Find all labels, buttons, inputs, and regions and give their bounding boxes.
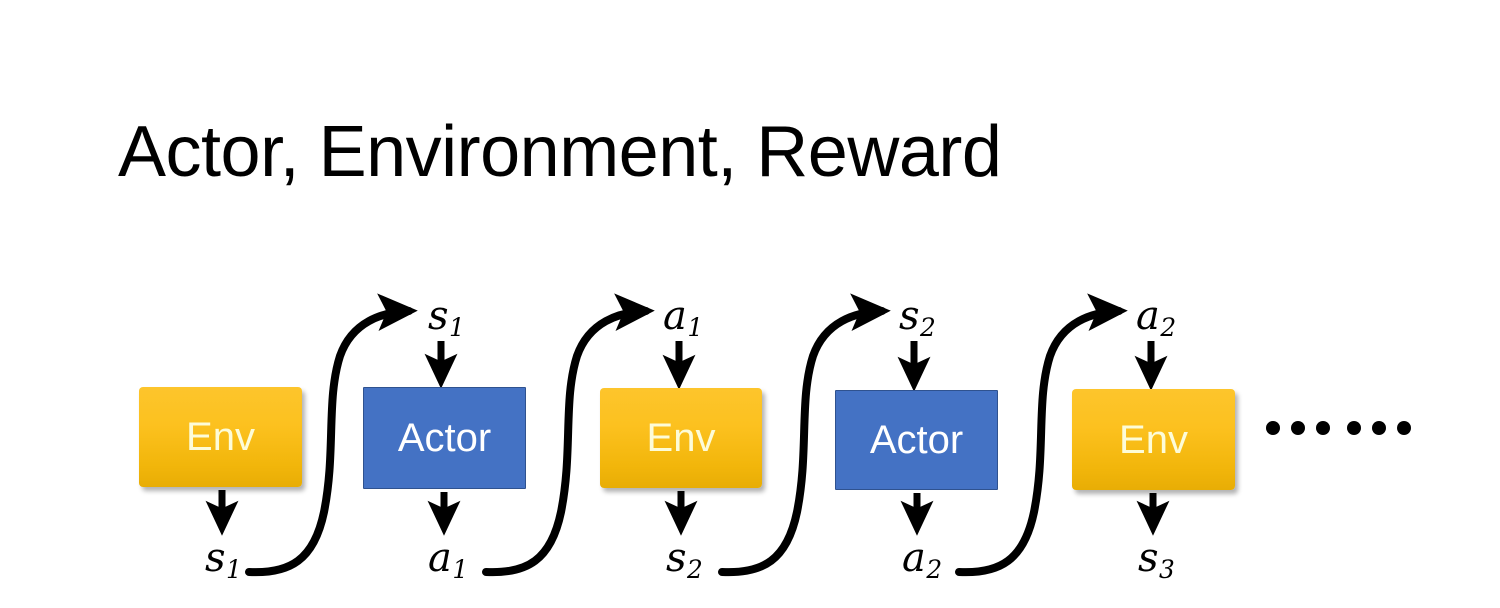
label-top-action-2-base: a — [1136, 293, 1160, 339]
node-actor-2-label: Actor — [869, 418, 964, 462]
ellipsis-dot — [1266, 421, 1280, 435]
label-bottom-state-1-base: s — [205, 535, 226, 581]
label-top-state-2: s2 — [899, 296, 936, 341]
node-actor-1[interactable]: Actor — [363, 387, 526, 489]
node-env-3[interactable]: Env — [1072, 389, 1235, 490]
node-actor-2[interactable]: Actor — [835, 390, 998, 490]
label-top-state-1-sub: 1 — [449, 313, 465, 343]
label-bottom-action-2: a2 — [902, 538, 942, 583]
ellipsis-dot — [1291, 421, 1305, 435]
label-top-action-2-sub: 2 — [1160, 313, 1177, 343]
label-bottom-state-2: s2 — [666, 538, 703, 583]
trailing-ellipsis — [1266, 421, 1411, 435]
label-top-state-2-base: s — [899, 293, 920, 339]
label-top-action-1-base: a — [663, 293, 687, 339]
node-actor-1-label: Actor — [397, 416, 492, 460]
label-bottom-action-1: a1 — [428, 538, 468, 583]
vertical-arrows-out-of-boxes — [205, 490, 1170, 536]
node-env-1-label: Env — [186, 415, 255, 459]
label-bottom-action-1-sub: 1 — [452, 555, 469, 585]
label-bottom-action-2-sub: 2 — [926, 555, 943, 585]
label-top-state-1-base: s — [428, 293, 449, 339]
ellipsis-dot — [1372, 421, 1386, 435]
ellipsis-group-2 — [1347, 421, 1411, 435]
label-bottom-state-3-sub: 3 — [1159, 555, 1175, 585]
label-bottom-state-3: s3 — [1138, 538, 1175, 583]
label-top-action-1: a1 — [663, 296, 703, 341]
ellipsis-dot — [1316, 421, 1330, 435]
ellipsis-dot — [1347, 421, 1361, 435]
node-env-2[interactable]: Env — [600, 388, 762, 488]
node-env-1[interactable]: Env — [139, 387, 302, 487]
label-bottom-state-1-sub: 1 — [226, 555, 242, 585]
page-title: Actor, Environment, Reward — [118, 112, 1002, 192]
node-env-2-label: Env — [646, 416, 716, 460]
label-top-state-1: s1 — [428, 296, 465, 341]
ellipsis-group-1 — [1266, 421, 1330, 435]
label-top-state-2-sub: 2 — [920, 313, 936, 343]
label-bottom-action-1-base: a — [428, 535, 452, 581]
label-top-action-1-sub: 1 — [687, 313, 704, 343]
node-env-3-label: Env — [1119, 417, 1188, 462]
label-bottom-action-2-base: a — [902, 535, 926, 581]
label-bottom-state-3-base: s — [1138, 535, 1159, 581]
ellipsis-dot — [1397, 421, 1411, 435]
label-top-action-2: a2 — [1136, 296, 1176, 341]
label-bottom-state-2-sub: 2 — [687, 555, 703, 585]
label-bottom-state-1: s1 — [205, 538, 242, 583]
label-bottom-state-2-base: s — [666, 535, 687, 581]
vertical-arrows-into-boxes — [424, 341, 1168, 392]
